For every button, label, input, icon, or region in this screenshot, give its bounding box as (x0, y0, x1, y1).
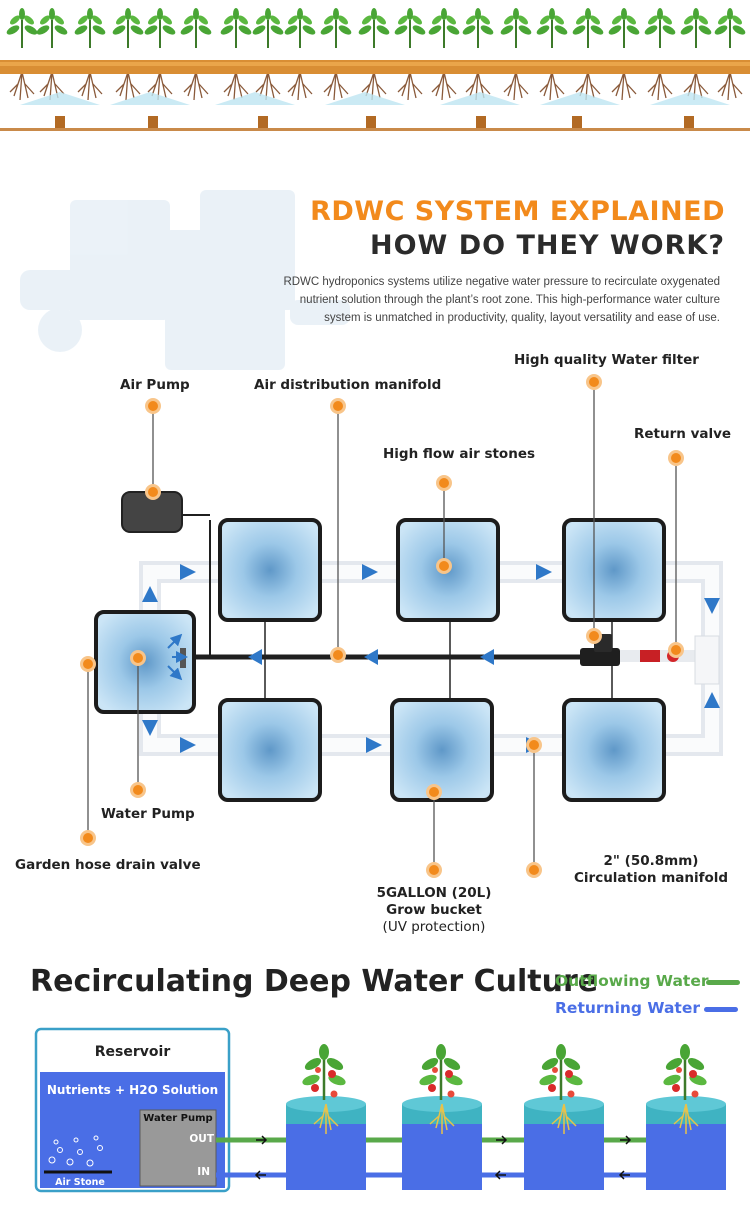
label-water-filter: High quality Water filter (514, 352, 699, 368)
water-pump-box (139, 1109, 217, 1187)
pump-in-label: IN (197, 1166, 210, 1178)
label-water-pump: Water Pump (101, 806, 195, 822)
section-title-rdwc: Recirculating Deep Water Culture (30, 964, 599, 999)
pump-out-label: OUT (189, 1133, 214, 1145)
pump-label: Water Pump (143, 1113, 213, 1124)
drip-line (0, 128, 750, 131)
label-air-manifold: Air distribution manifold (254, 377, 442, 393)
intro-paragraph: RDWC hydroponics systems utilize negativ… (283, 276, 720, 324)
solution-label: Nutrients + H2O Solution (46, 1083, 219, 1097)
label-circ-manifold: Circulation manifold (574, 870, 729, 886)
label-air-pump: Air Pump (120, 377, 190, 393)
legend-outflowing: Outflowing Water (555, 972, 709, 990)
label-bucket-size: 5GALLON (20L) (376, 885, 492, 901)
plant-banner (0, 7, 750, 131)
control-bucket (94, 610, 196, 714)
legend-ret-swatch (704, 1007, 738, 1012)
label-return-valve: Return valve (634, 426, 732, 442)
label-drain-valve: Garden hose drain valve (15, 857, 201, 873)
label-circ-size: 2" (50.8mm) (603, 853, 699, 869)
label-bucket-uv: (UV protection) (382, 919, 486, 935)
label-bucket-name: Grow bucket (386, 902, 482, 918)
reservoir-label: Reservoir (94, 1044, 171, 1060)
rdwc-flow-illustration (34, 1027, 727, 1193)
air-stone-label: Air Stone (55, 1177, 105, 1188)
title-how-work: HOW DO THEY WORK? (369, 230, 725, 261)
faded-buckets-illustration (20, 190, 350, 370)
rdwc-system-diagram (80, 374, 723, 878)
legend-out-swatch (706, 980, 740, 985)
legend-returning: Returning Water (555, 999, 700, 1017)
plants-row (4, 7, 748, 101)
title-explained: RDWC SYSTEM EXPLAINED (310, 196, 725, 227)
label-air-stones: High flow air stones (383, 446, 536, 462)
water-filter-device (580, 648, 620, 666)
